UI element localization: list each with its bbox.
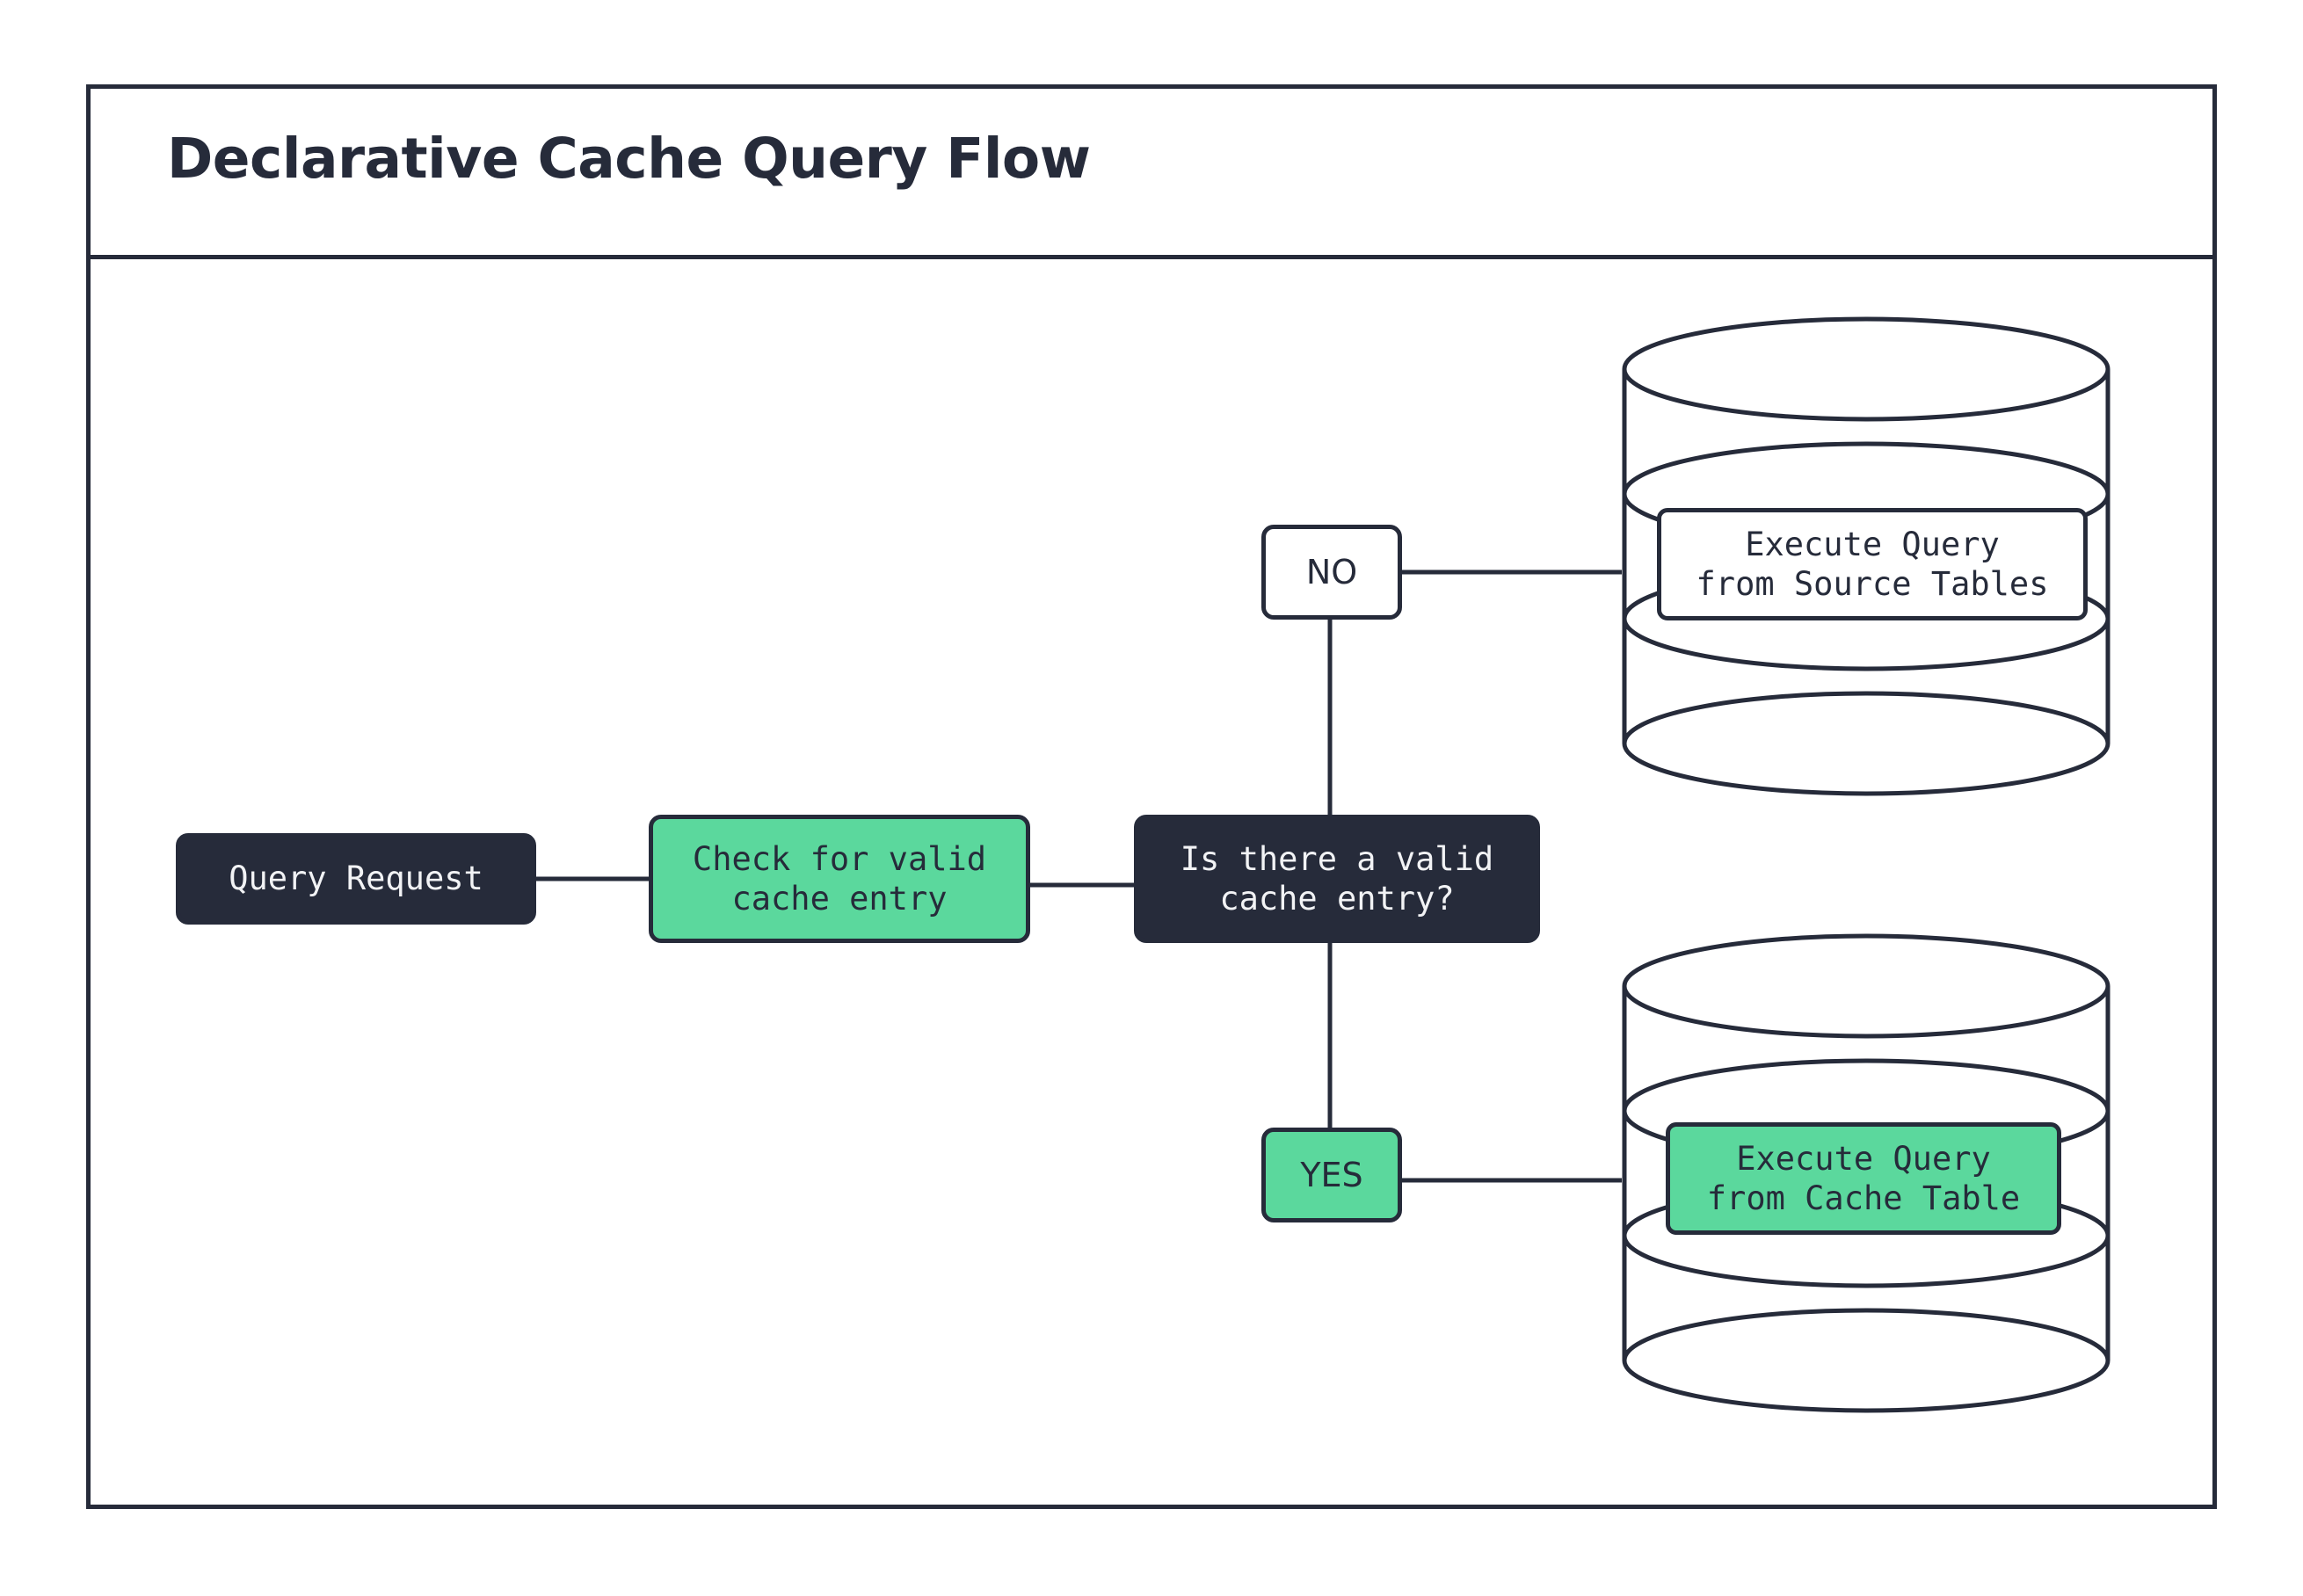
source-tables-database-cylinder[interactable] [1620,316,2112,796]
node-check-for-valid-cache-entry[interactable]: Check for valid cache entry [649,815,1030,943]
title-bar: Declarative Cache Query Flow [86,84,2217,259]
branch-label-yes[interactable]: YES [1261,1128,1402,1222]
node-query-request[interactable]: Query Request [176,833,536,925]
source-tables-label-box[interactable]: Execute Query from Source Tables [1657,508,2088,620]
page-title: Declarative Cache Query Flow [167,127,1091,191]
branch-label-no[interactable]: NO [1261,525,1402,620]
cache-table-label-box[interactable]: Execute Query from Cache Table [1666,1122,2061,1235]
node-is-there-a-valid-cache-entry[interactable]: Is there a valid cache entry? [1134,815,1540,943]
cache-table-database-cylinder[interactable] [1620,933,2112,1413]
